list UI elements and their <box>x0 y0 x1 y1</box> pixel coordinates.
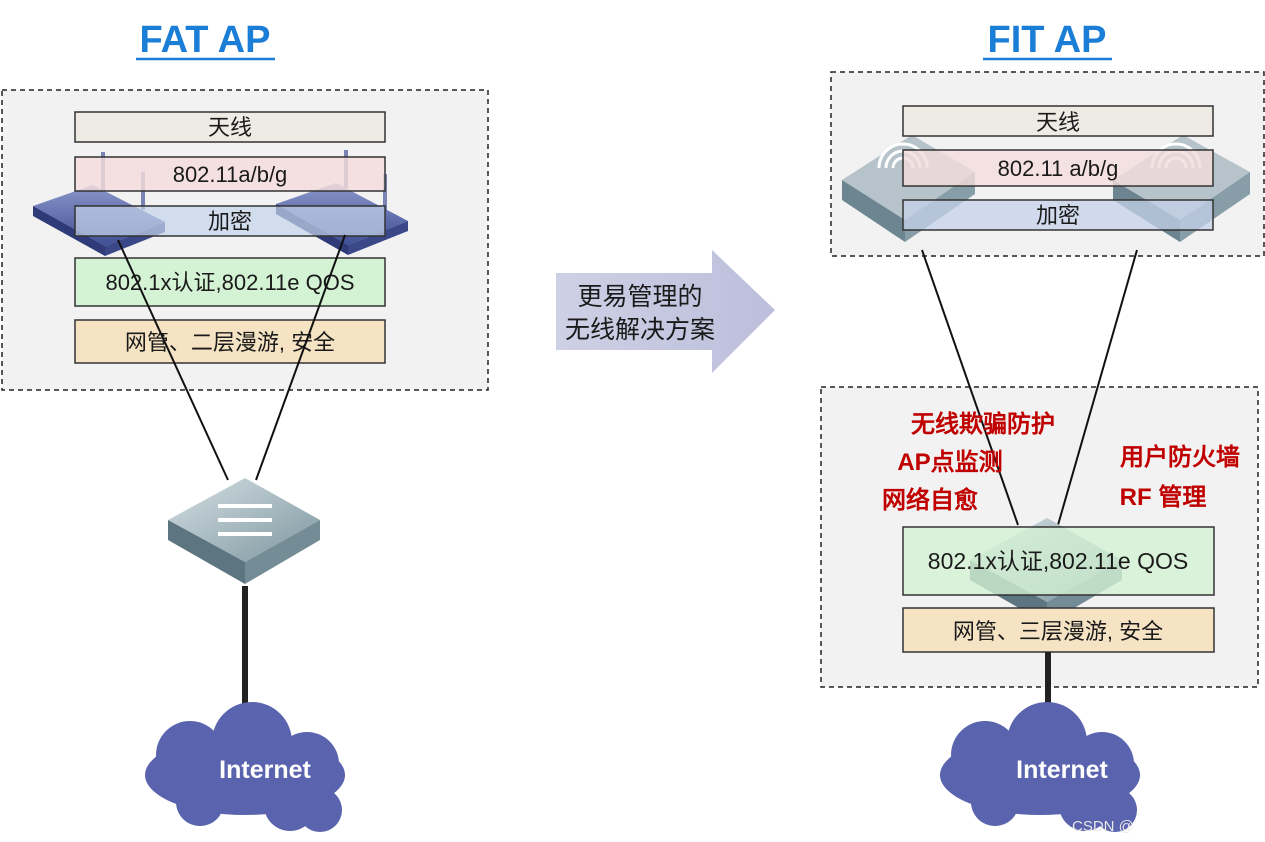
fat-switch <box>168 478 320 584</box>
fit-internet-cloud <box>940 702 1140 832</box>
fat-layer-management-label: 网管、二层漫游, 安全 <box>125 330 335 355</box>
fit-layer-antenna-label: 天线 <box>1036 110 1080 135</box>
fat-layer-antenna <box>74 111 386 143</box>
fit-feature-rf: RF 管理 <box>1120 483 1207 511</box>
fit-layer-antenna <box>902 105 1214 137</box>
fit-feature-firewall: 用户防火墙 <box>1120 443 1240 471</box>
fit-feature-spoof: 无线欺骗防护 <box>911 410 1055 438</box>
fat-internet-label: Internet <box>219 756 311 784</box>
fit-feature-monitor: AP点监测 <box>897 449 1002 476</box>
fit-layer-encryption <box>902 199 1214 231</box>
fit-layer-protocol <box>902 149 1214 187</box>
transition-arrow-line2: 无线解决方案 <box>565 316 715 344</box>
fat-layer-protocol <box>74 156 386 192</box>
transition-arrow-line1: 更易管理的 <box>577 283 702 311</box>
fat-layer-encryption <box>74 205 386 237</box>
fat-layer-encryption-label: 加密 <box>208 209 252 234</box>
fit-link-right <box>1057 249 1138 526</box>
fit-layer-management-label: 网管、三层漫游, 安全 <box>953 619 1163 644</box>
fit-layer-encryption-label: 加密 <box>1036 203 1080 228</box>
fit-internet-label: Internet <box>1016 756 1108 784</box>
fat-ap-section: FAT AP 天线 802.11a/b/g 加密 802.1x认证,802.11… <box>1 19 489 832</box>
fat-link-right <box>255 234 346 481</box>
transition-arrow: 更易管理的 无线解决方案 <box>556 250 775 373</box>
fat-layer-management <box>74 319 386 364</box>
fit-layer-protocol-label: 802.11 a/b/g <box>998 156 1119 181</box>
fat-internet-cloud <box>145 702 345 832</box>
csdn-watermark: CSDN @ <box>1072 818 1134 835</box>
fat-layer-antenna-label: 天线 <box>208 115 252 140</box>
fit-layer-auth-label: 802.1x认证,802.11e QOS <box>928 548 1188 574</box>
transition-arrow-shape <box>556 250 775 373</box>
fit-feature-heal: 网络自愈 <box>882 486 979 514</box>
fit-ap-section: FIT AP 天线 802. <box>820 19 1265 832</box>
fat-layer-auth-label: 802.1x认证,802.11e QOS <box>105 270 354 295</box>
fat-layer-protocol-label: 802.11a/b/g <box>173 162 288 187</box>
fit-link-left <box>921 249 1019 526</box>
fit-layer-auth <box>902 526 1215 596</box>
switch-arrows-icon <box>218 504 272 536</box>
fat-ap-title: FAT AP <box>140 19 271 61</box>
fit-layer-management <box>902 607 1215 653</box>
fit-ap-title: FIT AP <box>988 19 1107 61</box>
fat-link-left <box>117 239 229 481</box>
